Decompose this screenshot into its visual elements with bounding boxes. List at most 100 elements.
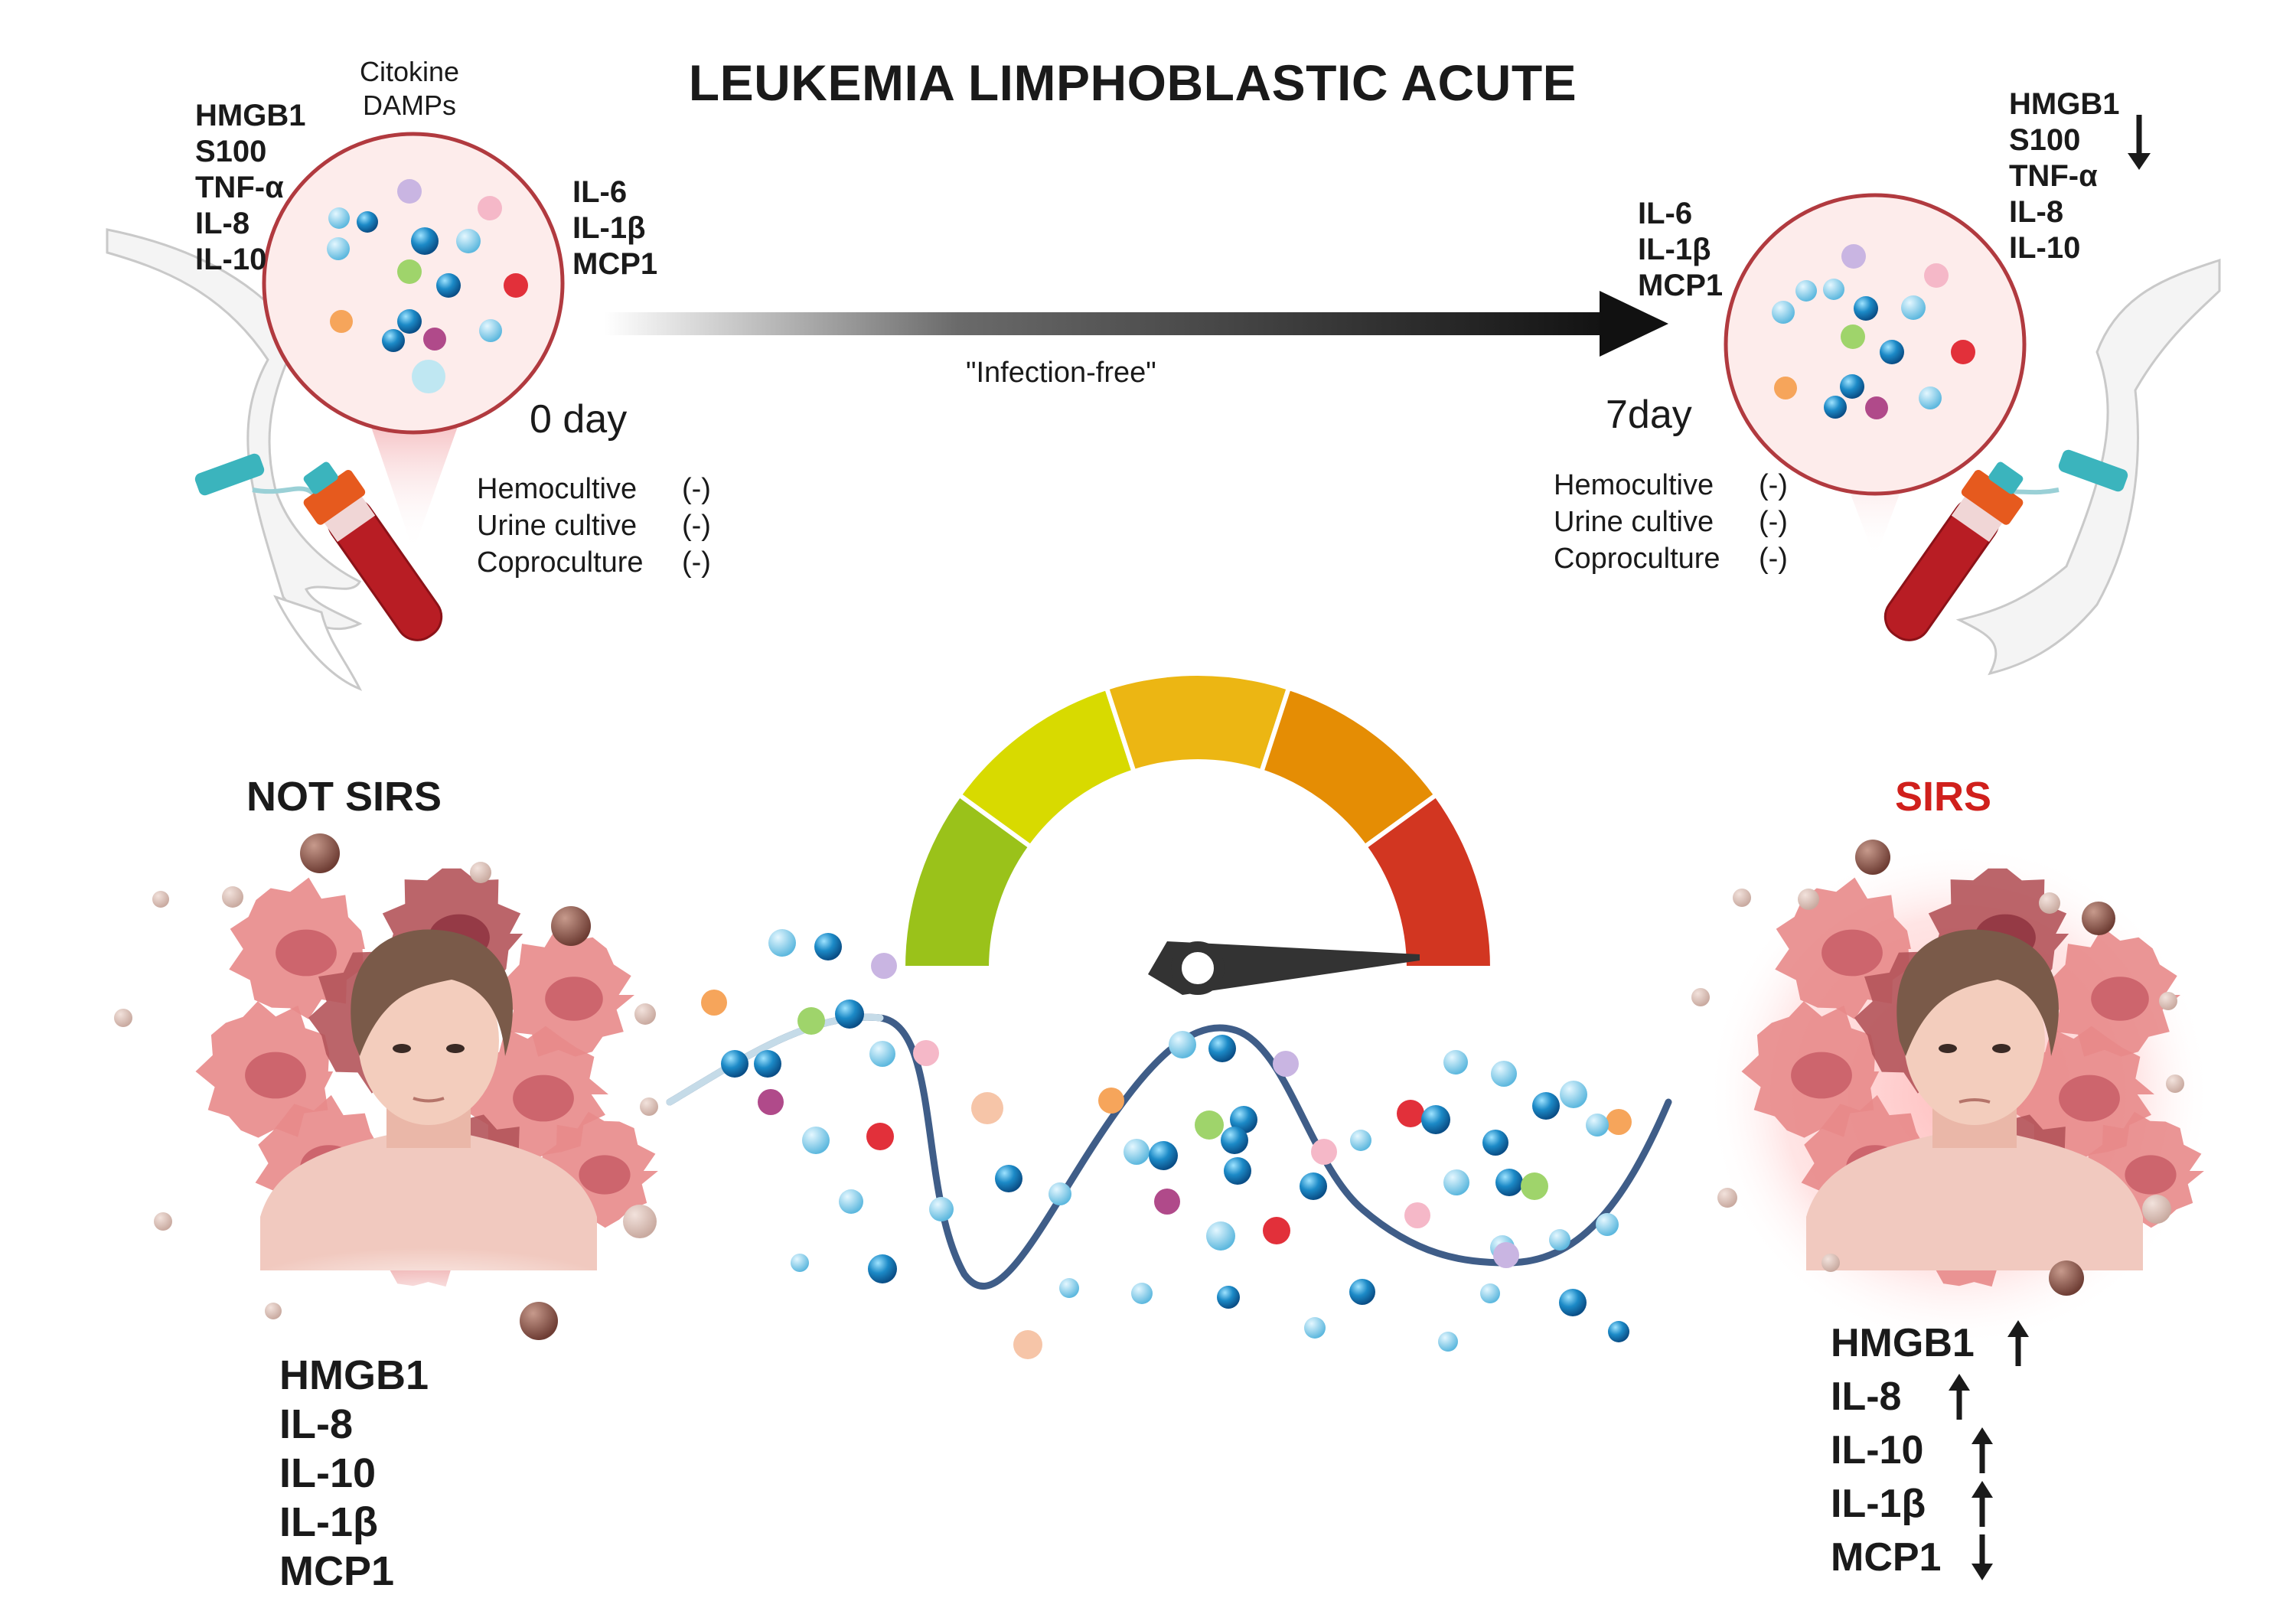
particle	[929, 1197, 954, 1221]
particle	[839, 1189, 863, 1214]
particle	[478, 196, 502, 220]
particle	[114, 1009, 132, 1027]
particle	[871, 953, 897, 979]
particle	[768, 929, 796, 957]
particle	[1495, 1169, 1523, 1196]
particle	[357, 211, 378, 233]
cell-nucleus	[513, 1075, 574, 1122]
left-marker-right: MCP1	[572, 247, 658, 281]
gauge-segment	[1362, 791, 1495, 970]
culture-row: Coproculture(-)	[1554, 543, 1788, 575]
right-plasma-circle	[1724, 193, 2027, 496]
sirs-marker: IL-8	[1831, 1375, 1902, 1419]
sirs-marker: HMGB1	[1831, 1321, 1975, 1365]
particle	[330, 310, 353, 333]
infection-free-label: "Infection-free"	[966, 357, 1156, 389]
right-markers-list: HMGB1 S100 TNF-α IL-8 IL-10	[2009, 86, 2119, 266]
cell-nucleus	[579, 1155, 631, 1195]
particle	[1217, 1286, 1240, 1309]
particle	[868, 1254, 897, 1283]
particle	[1059, 1278, 1079, 1298]
culture-row: Coproculture(-)	[477, 546, 711, 579]
particle	[1154, 1189, 1180, 1215]
cell-nucleus	[2125, 1155, 2177, 1195]
particle	[470, 862, 491, 883]
particle	[1824, 396, 1847, 419]
left-markers-list: HMGB1 S100 TNF-α IL-8 IL-10	[195, 98, 305, 278]
right-marker-left: IL-1β	[1638, 233, 1711, 266]
particle	[913, 1040, 939, 1066]
particle	[1013, 1330, 1042, 1359]
left-marker-right: IL-1β	[572, 211, 646, 245]
left-marker: HMGB1	[195, 99, 306, 132]
particle	[2142, 1195, 2171, 1224]
particle	[1149, 1141, 1178, 1170]
particle	[411, 227, 439, 255]
particle	[520, 1302, 558, 1340]
particle	[397, 309, 422, 334]
particle	[1854, 296, 1878, 321]
right-culture-results: Hemocultive(-) Urine cultive(-) Coprocul…	[1554, 467, 1788, 577]
sirs-patient-illustration	[1741, 868, 2204, 1287]
sirs-marker: MCP1	[1831, 1535, 1942, 1580]
particle	[1397, 1100, 1424, 1127]
particle	[265, 1303, 282, 1319]
particle	[479, 319, 502, 342]
day-zero-label: 0 day	[530, 397, 628, 442]
particle	[152, 891, 169, 908]
right-marker: S100	[2009, 123, 2081, 157]
particle	[802, 1127, 830, 1154]
particle	[504, 273, 528, 298]
particle	[866, 1123, 894, 1150]
right-blood-tube	[1883, 461, 2024, 641]
not-sirs-label: NOT SIRS	[246, 774, 442, 820]
particle	[835, 1000, 864, 1029]
particle	[382, 329, 405, 352]
particle	[397, 179, 422, 204]
particle	[1169, 1031, 1196, 1058]
particle	[2159, 992, 2177, 1010]
particle	[1349, 1279, 1375, 1305]
particle	[1559, 1289, 1587, 1316]
particle	[1443, 1169, 1469, 1195]
particle	[397, 259, 422, 284]
cell-nucleus	[545, 977, 603, 1021]
gauge-segment	[1104, 671, 1292, 775]
particle	[1795, 280, 1817, 302]
particle	[814, 933, 842, 960]
particle	[797, 1007, 825, 1035]
particle	[1919, 386, 1942, 409]
left-caption: Citokine DAMPs	[360, 55, 459, 122]
particle	[1491, 1061, 1517, 1087]
culture-row: Urine cultive(-)	[477, 510, 711, 542]
particle	[1608, 1321, 1629, 1342]
particle	[2049, 1260, 2084, 1296]
particle	[1221, 1127, 1248, 1154]
not-sirs-patient-illustration	[195, 868, 658, 1316]
particle	[1924, 263, 1949, 288]
not-sirs-markers: HMGB1 IL-8 IL-10 IL-1β MCP1	[279, 1351, 429, 1596]
particle	[1224, 1157, 1251, 1185]
particle	[640, 1097, 658, 1116]
cell-nucleus	[2091, 977, 2149, 1021]
particle	[1521, 1172, 1548, 1200]
particle	[300, 833, 340, 873]
particle	[1865, 396, 1888, 419]
particle	[1841, 324, 1865, 349]
particle	[1691, 988, 1710, 1006]
particle	[1840, 374, 1864, 399]
particle	[1855, 840, 1890, 875]
left-cytokine-particles	[327, 179, 528, 393]
particle	[1586, 1114, 1609, 1137]
particle	[423, 328, 446, 351]
particle	[1798, 889, 1819, 910]
sirs-trend-arrows	[1949, 1320, 2029, 1580]
left-marker: TNF-α	[195, 171, 284, 204]
particle	[701, 990, 727, 1016]
particle	[754, 1050, 781, 1078]
particle	[1208, 1035, 1236, 1062]
particle	[1438, 1332, 1458, 1352]
particle	[1532, 1092, 1560, 1120]
